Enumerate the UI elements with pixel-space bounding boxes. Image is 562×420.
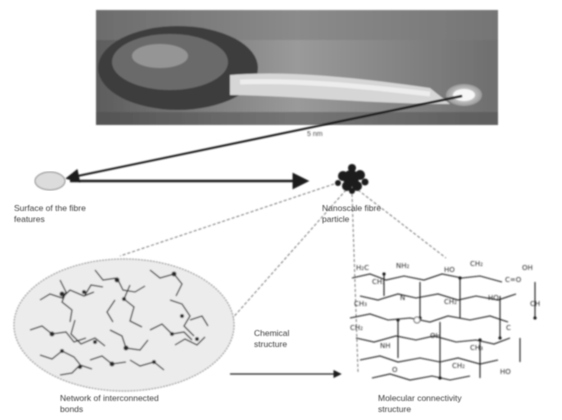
fibre-cross-section [35,172,65,190]
molecule-label: HO [444,266,455,274]
molecule-label: HO [488,294,499,302]
label-nanoparticle: Nanoscale fibre particle [322,203,381,225]
molecule-label: NH [380,342,391,350]
molecule-label: H₂C [356,264,369,272]
molecule-label: CH₂ [452,362,465,370]
photo-caption: 5 nm [307,131,323,138]
molecule-label: OH [430,332,441,340]
nanoparticle-cluster [335,164,369,194]
molecule-label: C [506,324,511,332]
micrograph-photo [96,10,498,125]
label-network-line1: Network of interconnected [60,393,159,404]
molecular-structure: H₂CCH₃NH₂HOCH₂C=OOHCH₃NCH₂HOCHCH₂NHOHCH₃… [350,260,540,380]
label-network: Network of interconnected bonds [60,393,159,415]
molecule-label: CH₂ [444,298,457,306]
molecule-label: CH₃ [372,278,385,286]
molecule-label: HO [500,368,511,376]
label-surface: Surface of the fibre features [14,203,86,225]
label-nanoparticle-line2: particle [322,214,381,225]
molecule-label: CH₃ [470,344,483,352]
molecule-label: O [392,366,398,374]
label-nanoparticle-line1: Nanoscale fibre [322,203,381,214]
molecule-label: OH [522,264,533,272]
label-molecular-line2: structure [378,404,462,415]
label-surface-line2: features [14,214,86,225]
label-molecular-line1: Molecular connectivity [378,393,462,404]
molecule-label: CH₃ [354,300,367,308]
label-molecular: Molecular connectivity structure [378,393,462,415]
label-surface-line1: Surface of the fibre [14,203,86,214]
molecule-label: C=O [505,276,522,284]
network-ellipse [14,259,234,391]
label-conversion-line2: structure [254,339,289,350]
molecule-label: CH₂ [350,324,363,332]
label-network-line2: bonds [60,404,159,415]
molecule-label: N [400,294,405,302]
label-conversion-line1: Chemical [254,328,289,339]
molecule-label: CH₂ [470,260,483,268]
label-conversion: Chemical structure [254,328,289,350]
molecule-label: CH [530,300,540,308]
molecule-label: NH₂ [396,262,410,270]
